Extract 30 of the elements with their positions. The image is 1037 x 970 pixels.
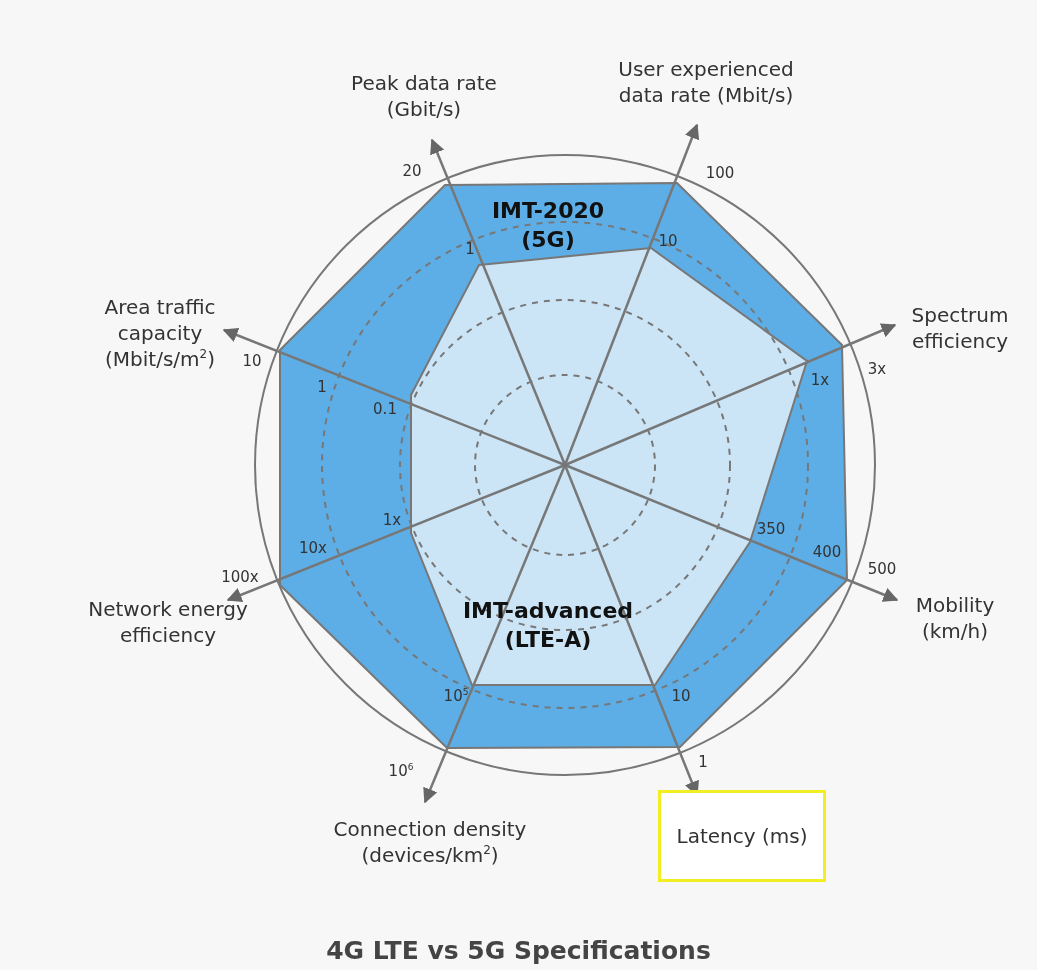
tick-label: 0.1 (373, 400, 397, 420)
axis-label: Mobility (km/h) (914, 592, 996, 644)
tick-label: 1 (465, 240, 475, 260)
tick-label: 500 (867, 560, 897, 580)
tick-label: 1x (810, 371, 830, 391)
tick-label: 100x (221, 568, 259, 588)
tick-label: 10$^{6}$ (388, 762, 414, 782)
tick-label: 1 (698, 753, 708, 773)
tick-label: 100 (705, 164, 735, 184)
tick-label: 350 (756, 520, 786, 540)
axis-label: Latency (ms) (676, 822, 808, 850)
highlight-box (658, 790, 826, 882)
tick-label: 10$^{5}$ (443, 687, 469, 707)
tick-label: 3x (867, 360, 887, 380)
tick-label: 1x (382, 511, 402, 531)
tick-label: 1 (317, 378, 327, 398)
tick-label: 20 (402, 162, 422, 182)
tick-label: 10 (671, 687, 691, 707)
tick-label: 400 (812, 543, 842, 563)
axis-label: Spectrum efficiency (910, 302, 1010, 354)
series-label: IMT-2020 (5G) (490, 197, 606, 254)
axis-label: Network energy efficiency (87, 596, 249, 648)
chart-title: 4G LTE vs 5G Specifications (326, 935, 711, 965)
axis-label: Connection density (devices/km$^{2}$) (332, 816, 528, 868)
tick-label: 10 (658, 232, 678, 252)
axis-label: Area traffic capacity (Mbit/s/m$^{2}$) (103, 294, 217, 372)
tick-label: 10 (242, 352, 262, 372)
tick-label: 10x (299, 539, 327, 559)
axis-label: Peak data rate (Gbit/s) (350, 70, 498, 122)
axis-label: User experienced data rate (Mbit/s) (617, 56, 795, 108)
